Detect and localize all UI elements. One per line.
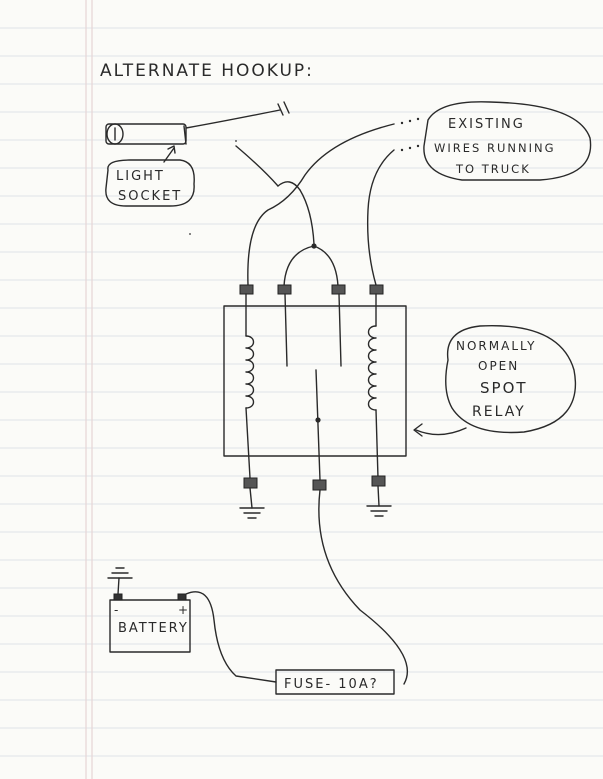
relay-box xyxy=(223,293,407,481)
terminal-top-1 xyxy=(239,284,254,295)
relay-contact-left xyxy=(284,293,288,367)
terminal-top-3 xyxy=(331,284,346,295)
relay-coil-right xyxy=(367,325,377,411)
terminal-top-2 xyxy=(277,284,292,295)
relay-top-terminals xyxy=(239,284,384,295)
relay-label-line2: OPEN xyxy=(478,359,519,373)
relay-common-dot xyxy=(315,417,321,423)
pencil-speck xyxy=(235,140,237,142)
socket-wire-down-b xyxy=(299,189,315,245)
ground-symbol-left xyxy=(239,487,265,519)
battery-label: BATTERY xyxy=(118,621,189,636)
margin-lines xyxy=(85,0,93,779)
existing-label-line1: EXISTING xyxy=(448,117,525,132)
ground-symbol-battery xyxy=(107,567,133,595)
terminal-top-4 xyxy=(369,284,384,295)
light-socket-label-line1: LIGHT xyxy=(116,169,165,184)
socket-wire-top xyxy=(185,109,281,129)
socket-wire-down-a xyxy=(235,145,279,187)
light-socket xyxy=(105,123,187,145)
light-socket-label: LIGHT SOCKET xyxy=(105,159,195,207)
relay-coil-left xyxy=(245,335,255,409)
paper-lines xyxy=(0,27,603,757)
diagram-title: ALTERNATE HOOKUP: xyxy=(100,61,314,81)
terminal-bottom-3 xyxy=(371,475,386,487)
fuse: FUSE- 10A? xyxy=(275,669,395,695)
pencil-speck xyxy=(189,233,191,235)
relay-label-arrow xyxy=(415,427,467,436)
relay-to-fuse-wire xyxy=(318,489,409,685)
relay-bottom-terminals xyxy=(243,475,386,491)
relay-common-arm xyxy=(315,369,321,481)
relay-contact-right xyxy=(338,293,342,367)
existing-wires-label: EXISTING WIRES RUNNING TO TRUCK xyxy=(423,101,592,181)
wire-break-mark xyxy=(277,103,284,116)
battery: - + BATTERY xyxy=(109,593,191,653)
terminal-bottom-1 xyxy=(243,477,258,489)
fork-wire-right xyxy=(313,245,339,287)
truck-wire-1 xyxy=(247,123,395,286)
existing-label-line2: WIRES RUNNING xyxy=(434,141,556,155)
relay-label-line1: NORMALLY xyxy=(456,339,536,353)
fork-wire-left xyxy=(283,245,315,287)
relay-label-line3: SPOT xyxy=(480,379,528,397)
fuse-label: FUSE- 10A? xyxy=(284,677,379,692)
relay-label-line4: RELAY xyxy=(472,404,526,420)
terminal-bottom-2 xyxy=(312,479,327,491)
battery-to-fuse-wire xyxy=(185,591,277,683)
ground-symbol-right xyxy=(366,485,392,517)
existing-label-line3: TO TRUCK xyxy=(455,162,531,176)
wire-continuation-dots xyxy=(400,117,420,152)
wire-break-mark-2 xyxy=(283,101,290,114)
battery-minus-label: - xyxy=(114,603,120,617)
battery-plus-label: + xyxy=(178,603,190,617)
truck-wire-2 xyxy=(367,149,395,286)
relay-label: NORMALLY OPEN SPOT RELAY xyxy=(445,324,577,434)
light-socket-label-line2: SOCKET xyxy=(118,189,182,204)
wire-crossover-hop xyxy=(277,181,301,191)
